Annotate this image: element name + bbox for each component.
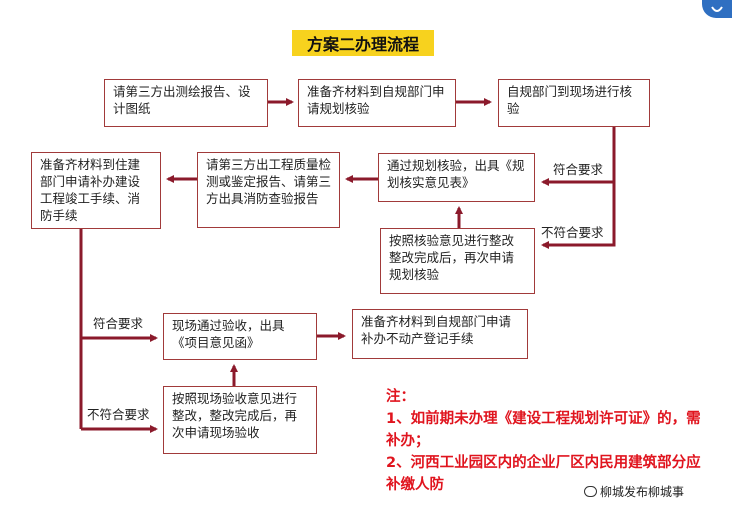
label-fit-top: 符合要求 [553, 162, 604, 177]
note-head: 注： [386, 389, 415, 405]
step-survey-report: 请第三方出测绘报告、设计图纸 [104, 79, 268, 127]
step-site-check: 自规部门到现场进行核验 [498, 79, 650, 127]
step-planning-approved-text: 通过规划核验，出具《规划核实意见表》 [387, 158, 525, 190]
step-property-registration: 准备齐材料到自规部门申请补办不动产登记手续 [352, 309, 528, 359]
step-planning-approved: 通过规划核验，出具《规划核实意见表》 [378, 153, 535, 202]
step-apply-housing-dept: 准备齐材料到住建部门申请补办建设工程竣工手续、消防手续 [31, 152, 161, 229]
step-survey-report-text: 请第三方出测绘报告、设计图纸 [113, 84, 251, 116]
label-fit-left: 符合要求 [93, 316, 144, 331]
diagram-title: 方案二办理流程 [292, 30, 434, 56]
step-site-check-text: 自规部门到现场进行核验 [507, 84, 633, 116]
step-quality-fire-report: 请第三方出工程质量检测或鉴定报告、请第三方出具消防查验报告 [197, 152, 340, 228]
wechat-icon [584, 486, 597, 497]
step-apply-planning-check-text: 准备齐材料到自规部门申请规划核验 [307, 84, 445, 116]
step-apply-planning-check: 准备齐材料到自规部门申请规划核验 [298, 79, 456, 127]
corner-logo [702, 0, 732, 18]
step-rectify-acceptance: 按照现场验收意见进行整改，整改完成后，再次申请现场验收 [163, 386, 317, 454]
step-rectify-planning-text: 按照核验意见进行整改整改完成后，再次申请规划核验 [389, 233, 515, 282]
step-site-acceptance-text: 现场通过验收，出具《项目意见函》 [172, 318, 285, 350]
step-rectify-planning: 按照核验意见进行整改整改完成后，再次申请规划核验 [380, 228, 535, 294]
watermark-text: 柳城发布柳城事 [600, 485, 685, 499]
note-line-2: 2、河西工业园区内的企业厂区内民用建筑部分应补缴人防 [386, 455, 701, 493]
step-rectify-acceptance-text: 按照现场验收意见进行整改，整改完成后，再次申请现场验收 [172, 391, 298, 440]
watermark: 柳城发布柳城事 [584, 483, 684, 500]
step-quality-fire-report-text: 请第三方出工程质量检测或鉴定报告、请第三方出具消防查验报告 [206, 157, 332, 206]
step-property-registration-text: 准备齐材料到自规部门申请补办不动产登记手续 [361, 314, 512, 346]
label-unfit-top: 不符合要求 [541, 225, 604, 240]
step-site-acceptance: 现场通过验收，出具《项目意见函》 [163, 313, 317, 360]
step-apply-housing-dept-text: 准备齐材料到住建部门申请补办建设工程竣工手续、消防手续 [40, 157, 141, 223]
note-line-1: 1、如前期未办理《建设工程规划许可证》的，需补办； [386, 411, 701, 449]
note-block: 注： 1、如前期未办理《建设工程规划许可证》的，需补办； 2、河西工业园区内的企… [386, 386, 706, 496]
label-unfit-left: 不符合要求 [87, 407, 150, 422]
